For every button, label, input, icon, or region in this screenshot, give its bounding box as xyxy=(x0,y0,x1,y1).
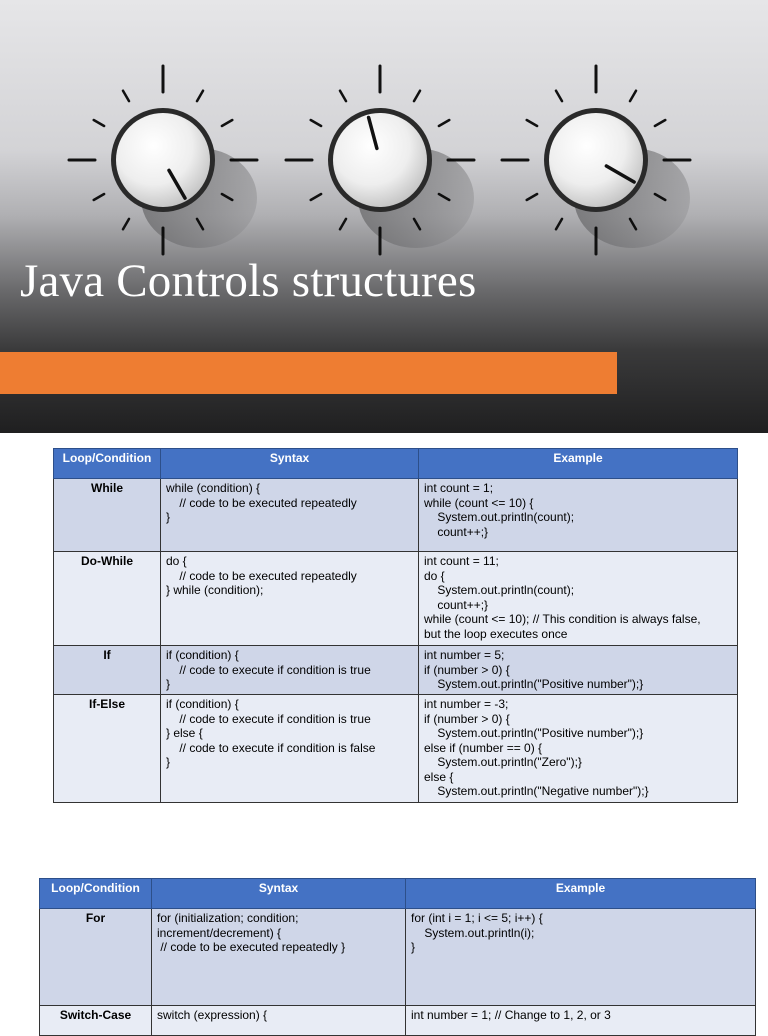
header-loop-condition: Loop/Condition xyxy=(53,448,161,479)
page-title: Java Controls structures xyxy=(20,255,477,307)
row-name: For xyxy=(39,908,152,1006)
row-name: Switch-Case xyxy=(39,1005,152,1036)
knob-middle xyxy=(284,64,476,256)
row-syntax: if (condition) { // code to execute if c… xyxy=(160,645,419,695)
row-name: While xyxy=(53,478,161,552)
table-row: While while (condition) { // code to be … xyxy=(53,478,738,552)
table-row: Do-While do { // code to be executed rep… xyxy=(53,551,738,646)
accent-bar xyxy=(0,352,617,394)
row-syntax: if (condition) { // code to execute if c… xyxy=(160,694,419,803)
header-syntax: Syntax xyxy=(160,448,419,479)
row-example: int count = 11; do { System.out.println(… xyxy=(418,551,738,646)
row-example: int count = 1; while (count <= 10) { Sys… xyxy=(418,478,738,552)
row-name: If xyxy=(53,645,161,695)
header-syntax: Syntax xyxy=(151,878,406,909)
header-example: Example xyxy=(418,448,738,479)
header-loop-condition: Loop/Condition xyxy=(39,878,152,909)
hero-banner: Java Controls structures xyxy=(0,0,768,433)
control-knobs-illustration xyxy=(67,64,692,256)
table-row: If-Else if (condition) { // code to exec… xyxy=(53,694,738,803)
row-name: If-Else xyxy=(53,694,161,803)
table-row: If if (condition) { // code to execute i… xyxy=(53,645,738,695)
row-example: int number = 1; // Change to 1, 2, or 3 xyxy=(405,1005,756,1036)
table-header-row: Loop/Condition Syntax Example xyxy=(39,878,756,909)
row-syntax: while (condition) { // code to be execut… xyxy=(160,478,419,552)
row-syntax: for (initialization; condition; incremen… xyxy=(151,908,406,1006)
table-row: For for (initialization; condition; incr… xyxy=(39,908,756,1006)
row-example: int number = -3; if (number > 0) { Syste… xyxy=(418,694,738,803)
table-row: Switch-Case switch (expression) { int nu… xyxy=(39,1005,756,1036)
knob-left xyxy=(67,64,259,256)
control-structures-table-1: Loop/Condition Syntax Example While whil… xyxy=(53,448,738,803)
knob-right xyxy=(500,64,692,256)
table-header-row: Loop/Condition Syntax Example xyxy=(53,448,738,479)
row-example: for (int i = 1; i <= 5; i++) { System.ou… xyxy=(405,908,756,1006)
header-example: Example xyxy=(405,878,756,909)
row-name: Do-While xyxy=(53,551,161,646)
row-example: int number = 5; if (number > 0) { System… xyxy=(418,645,738,695)
control-structures-table-2: Loop/Condition Syntax Example For for (i… xyxy=(39,878,756,1036)
row-syntax: switch (expression) { xyxy=(151,1005,406,1036)
row-syntax: do { // code to be executed repeatedly }… xyxy=(160,551,419,646)
